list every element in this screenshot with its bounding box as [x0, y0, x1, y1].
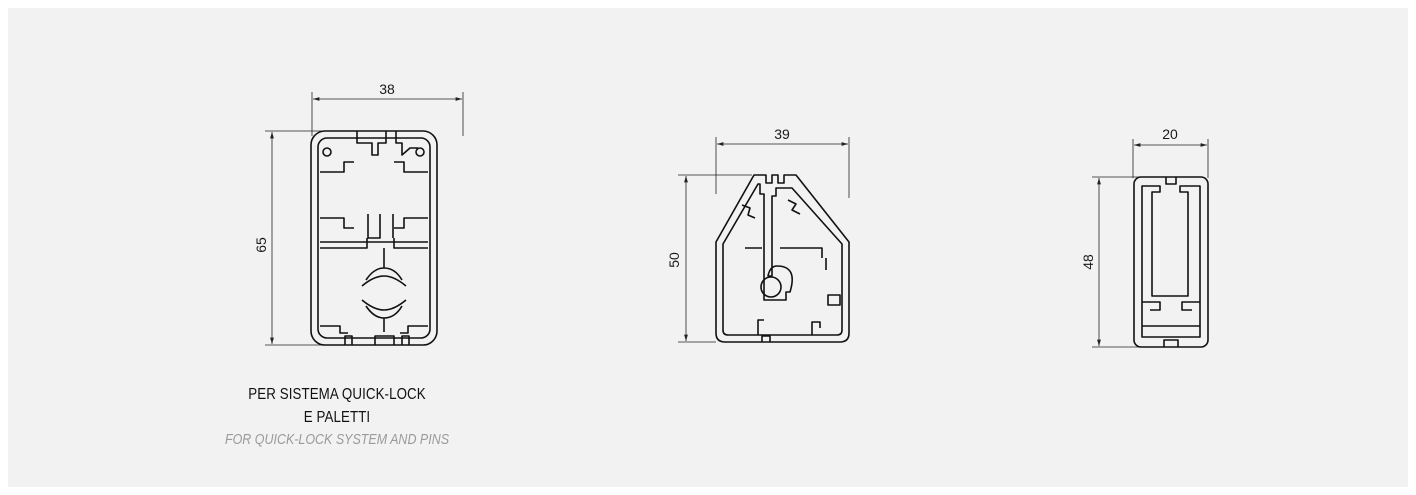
profile-a: 38 65 — [253, 81, 464, 346]
caption-line-1: PER SISTEMA QUICK-LOCK — [248, 386, 426, 403]
profile-c-outline — [1133, 176, 1209, 348]
profile-b: 39 50 — [666, 126, 850, 343]
profile-a-height-dimension: 65 — [253, 130, 330, 346]
profile-c: 20 48 — [1080, 126, 1209, 348]
profile-a-height-label: 65 — [253, 237, 269, 253]
profile-b-inner-wall — [722, 183, 843, 336]
profile-a-width-label: 38 — [379, 81, 395, 97]
profile-c-inner-wall — [1141, 185, 1201, 338]
profile-a-inner-wall — [317, 137, 431, 339]
caption-translation-wrap: FOR QUICK-LOCK SYSTEM AND PINS — [197, 432, 477, 448]
drawing-panel — [8, 8, 1408, 487]
caption-block: PER SISTEMA QUICK-LOCK — [197, 386, 477, 404]
profile-b-height-dimension: 50 — [666, 174, 752, 343]
caption-translation: FOR QUICK-LOCK SYSTEM AND PINS — [224, 432, 450, 448]
profile-c-width-dimension: 20 — [1132, 126, 1209, 178]
profile-c-height-dimension: 48 — [1080, 176, 1140, 348]
profile-b-width-label: 39 — [774, 126, 790, 142]
caption-line-2: E PALETTI — [303, 409, 371, 426]
profile-b-width-dimension: 39 — [715, 126, 850, 198]
profile-c-height-label: 48 — [1080, 254, 1096, 270]
caption-line-2-wrap: E PALETTI — [197, 409, 477, 427]
profile-a-outline — [310, 130, 438, 346]
profile-b-outline — [715, 174, 850, 343]
profile-b-height-label: 50 — [666, 252, 682, 268]
profile-a-width-dimension: 38 — [311, 81, 464, 136]
profile-c-width-label: 20 — [1162, 126, 1178, 142]
